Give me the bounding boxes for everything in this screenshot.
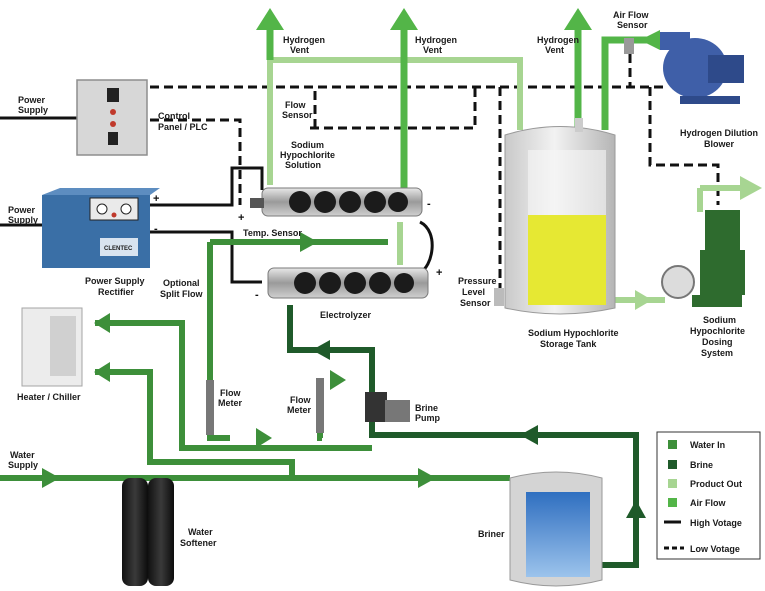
hydrogen-vent-arrow-2	[390, 8, 418, 30]
product-out-arrow-2	[635, 290, 652, 310]
water-in-arrow-3	[94, 313, 110, 333]
hydrogen-vent-arrow-3	[564, 8, 592, 30]
flow-meter-2-device	[316, 378, 324, 433]
briner	[509, 471, 603, 587]
hydrogen-vent-arrow-1	[256, 8, 284, 30]
electrolyzer-bottom-cell	[267, 267, 429, 299]
legend-label-1: Brine	[690, 460, 713, 470]
high-voltage-lines	[0, 116, 434, 284]
legend-swatch-0	[668, 440, 677, 449]
brine-arrow-3	[312, 340, 330, 360]
top-cell-plus: +	[238, 212, 244, 224]
electrolyzer-label: Electrolyzer	[320, 310, 372, 320]
legend-label-0: Water In	[690, 440, 725, 450]
water-softener	[122, 478, 174, 586]
hydrogen-dilution-blower	[660, 32, 744, 104]
brine-arrow-1	[520, 425, 538, 445]
legend-label-3: Air Flow	[690, 498, 726, 508]
temp-sensor-label: Temp. Sensor	[243, 228, 302, 238]
low-voltage-lines	[150, 40, 720, 300]
water-supply-arrow	[42, 468, 60, 488]
bottom-cell-plus: +	[436, 267, 442, 279]
electrolyzer-top-cell	[250, 187, 423, 217]
legend-label-4: High Votage	[690, 518, 742, 528]
brine-arrow-2	[626, 500, 646, 518]
product-out-arrow	[740, 176, 762, 200]
air-flow-sensor-device	[624, 38, 634, 54]
briner-label: Briner	[478, 529, 505, 539]
heater-chiller	[21, 307, 83, 387]
flow-meter-1-device	[206, 380, 214, 435]
storage-tank	[494, 118, 616, 315]
rectifier-minus: -	[154, 223, 158, 235]
legend-label-5: Low Votage	[690, 544, 740, 554]
control-panel	[76, 79, 148, 156]
water-in-arrow-2	[418, 468, 436, 488]
legend-swatch-3	[668, 498, 677, 507]
legend-swatch-2	[668, 479, 677, 488]
legend: Water In Brine Product Out Air Flow High…	[656, 431, 761, 560]
power-supply-rectifier: CLENTEC	[42, 188, 160, 268]
dosing-system	[661, 210, 745, 307]
legend-label-2: Product Out	[690, 479, 742, 489]
brine-lines	[287, 305, 639, 568]
rectifier-plus: +	[153, 193, 159, 205]
water-in-arrow-4	[94, 362, 110, 382]
bottom-cell-minus: -	[255, 289, 259, 301]
heater-chiller-label: Heater / Chiller	[17, 392, 81, 402]
rectifier-logo: CLENTEC	[104, 246, 133, 252]
brine-pump-device	[365, 392, 410, 422]
top-cell-minus: -	[427, 198, 431, 210]
legend-swatch-1	[668, 460, 677, 469]
air-flow-arrow	[640, 30, 660, 50]
water-in-arrow-6	[256, 428, 272, 448]
water-in-arrow-5	[300, 232, 318, 252]
water-in-arrow-7	[330, 370, 346, 390]
